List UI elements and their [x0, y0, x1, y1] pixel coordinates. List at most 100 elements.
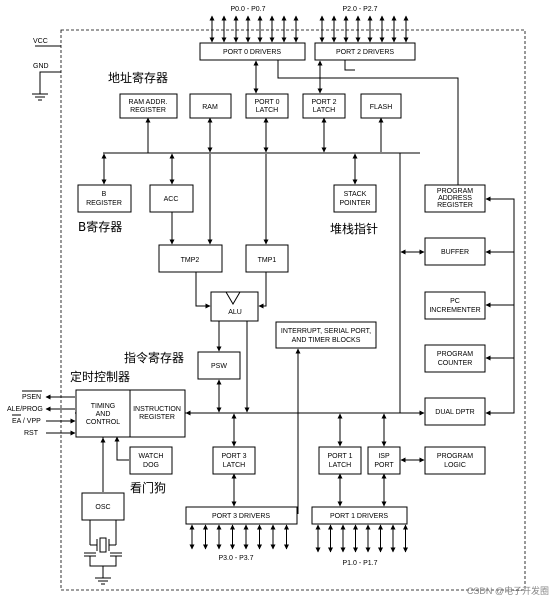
svg-text:RAM ADDR.: RAM ADDR. [129, 99, 168, 106]
svg-text:WATCH: WATCH [139, 453, 164, 460]
ea-vpp-pin-label: EA / VPP [12, 418, 41, 425]
buffer: BUFFER [424, 237, 486, 266]
p3-pin-arrows [189, 524, 289, 550]
watermark: CSDN @电子开发圈 [467, 585, 549, 596]
alu: ALU [210, 291, 259, 322]
svg-text:LATCH: LATCH [313, 107, 335, 114]
crystal-icon [84, 520, 122, 585]
svg-text:PSW: PSW [211, 363, 227, 370]
svg-text:ISP: ISP [378, 453, 390, 460]
svg-text:PORT 2 DRIVERS: PORT 2 DRIVERS [336, 49, 394, 56]
svg-text:LATCH: LATCH [256, 107, 278, 114]
chip-boundary [60, 29, 526, 591]
svg-text:POINTER: POINTER [339, 200, 370, 207]
program-logic: PROGRAM LOGIC [424, 446, 486, 475]
svg-text:REGISTER: REGISTER [86, 200, 122, 207]
interrupt-serial-timer-blocks: INTERRUPT, SERIAL PORT, AND TIMER BLOCKS [275, 321, 377, 349]
svg-text:AND TIMER BLOCKS: AND TIMER BLOCKS [292, 337, 361, 344]
port3-drivers: PORT 3 DRIVERS [185, 506, 298, 525]
annotation-b-register: B寄存器 [78, 219, 122, 234]
svg-text:DUAL DPTR: DUAL DPTR [435, 409, 474, 416]
port0-latch: PORT 0 LATCH [245, 93, 289, 119]
svg-text:ACC: ACC [164, 196, 179, 203]
svg-text:TIMING: TIMING [91, 403, 116, 410]
svg-text:PORT 3 DRIVERS: PORT 3 DRIVERS [212, 513, 270, 520]
svg-text:LATCH: LATCH [223, 462, 245, 469]
program-address-register: PROGRAM ADDRESS REGISTER [424, 184, 486, 213]
svg-text:REGISTER: REGISTER [130, 107, 166, 114]
svg-text:B: B [102, 191, 107, 198]
stack-pointer: STACK POINTER [333, 184, 377, 213]
svg-text:RAM: RAM [202, 104, 218, 111]
isp-port: ISP PORT [367, 446, 401, 475]
svg-text:PROGRAM: PROGRAM [437, 453, 473, 460]
annotation-watchdog: 看门狗 [130, 480, 166, 495]
svg-text:PC: PC [450, 298, 460, 305]
tmp1: TMP1 [245, 244, 289, 273]
svg-text:PORT 0: PORT 0 [254, 99, 279, 106]
acc: ACC [149, 184, 194, 213]
svg-text:INTERRUPT, SERIAL PORT,: INTERRUPT, SERIAL PORT, [281, 328, 371, 335]
svg-text:LOGIC: LOGIC [444, 462, 466, 469]
ram-addr-register: RAM ADDR. REGISTER [119, 93, 178, 119]
program-counter: PROGRAM COUNTER [424, 344, 486, 373]
svg-text:ADDRESS: ADDRESS [438, 195, 472, 202]
svg-text:DOG: DOG [143, 462, 159, 469]
svg-text:PORT 3: PORT 3 [221, 453, 246, 460]
svg-text:CONTROL: CONTROL [86, 419, 120, 426]
tmp2: TMP2 [158, 244, 223, 273]
svg-text:STACK: STACK [344, 191, 367, 198]
svg-text:PORT 0 DRIVERS: PORT 0 DRIVERS [223, 49, 281, 56]
svg-text:AND: AND [96, 411, 111, 418]
annotation-address-register: 地址寄存器 [108, 70, 168, 85]
svg-text:BUFFER: BUFFER [441, 249, 469, 256]
svg-text:OSC: OSC [95, 504, 110, 511]
svg-text:COUNTER: COUNTER [438, 360, 473, 367]
osc: OSC [81, 492, 125, 521]
svg-text:INCREMENTER: INCREMENTER [429, 307, 480, 314]
port0-drivers: PORT 0 DRIVERS [199, 42, 306, 61]
svg-text:TMP1: TMP1 [258, 257, 277, 264]
port2-latch: PORT 2 LATCH [302, 93, 346, 119]
watchdog: WATCH DOG [129, 446, 173, 475]
p2-pin-arrows [319, 15, 409, 43]
pc-incrementer: PC INCREMENTER [424, 291, 486, 320]
svg-text:PORT 2: PORT 2 [311, 99, 336, 106]
svg-text:PORT: PORT [374, 462, 394, 469]
timing-and-control: TIMING AND CONTROL INSTRUCTION REGISTER [75, 389, 186, 438]
ground-icon [32, 93, 48, 101]
p1-pin-arrows [315, 524, 408, 553]
svg-text:REGISTER: REGISTER [437, 202, 473, 209]
svg-text:TMP2: TMP2 [181, 257, 200, 264]
gnd-label: GND [33, 63, 49, 70]
svg-text:PROGRAM: PROGRAM [437, 188, 473, 195]
svg-text:ALU: ALU [228, 309, 242, 316]
b-register: B REGISTER [77, 184, 132, 213]
port3-latch: PORT 3 LATCH [212, 446, 256, 475]
svg-text:INSTRUCTION: INSTRUCTION [133, 406, 181, 413]
svg-text:PORT 1 DRIVERS: PORT 1 DRIVERS [330, 513, 388, 520]
psw: PSW [197, 351, 241, 380]
svg-text:FLASH: FLASH [370, 104, 393, 111]
p3-pins-label: P3.0 - P3.7 [218, 555, 253, 562]
svg-text:PORT 1: PORT 1 [327, 453, 352, 460]
psen-pin-label: PSEN [22, 394, 41, 401]
port1-latch: PORT 1 LATCH [318, 446, 362, 475]
svg-text:REGISTER: REGISTER [139, 414, 175, 421]
rst-pin-label: RST [24, 430, 39, 437]
dual-dptr: DUAL DPTR [424, 397, 486, 426]
p2-pins-label: P2.0 - P2.7 [342, 6, 377, 13]
annotation-timing-controller: 定时控制器 [70, 369, 130, 384]
svg-text:LATCH: LATCH [329, 462, 351, 469]
ram: RAM [189, 93, 232, 119]
p0-pin-arrows [209, 15, 299, 43]
vcc-label: VCC [33, 38, 48, 45]
annotation-stack-pointer: 堆栈指针 [330, 221, 378, 236]
port1-drivers: PORT 1 DRIVERS [311, 506, 408, 525]
annotation-instruction-register: 指令寄存器 [124, 350, 184, 365]
ale-prog-pin-label: ALE/PROG [7, 406, 43, 413]
port2-drivers: PORT 2 DRIVERS [314, 42, 416, 61]
p0-pins-label: P0.0 - P0.7 [230, 6, 265, 13]
svg-text:PROGRAM: PROGRAM [437, 351, 473, 358]
